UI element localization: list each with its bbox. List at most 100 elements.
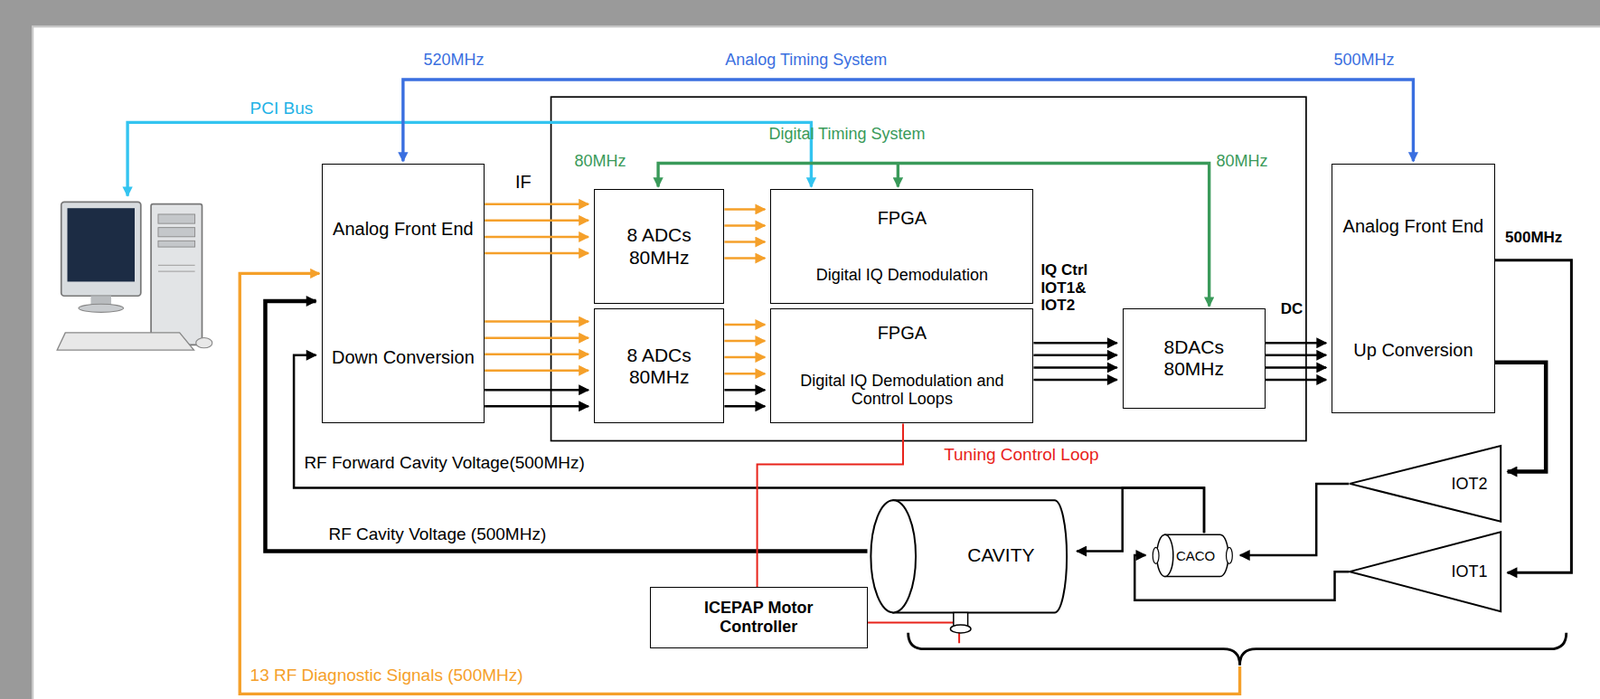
converter-box: Analog Front EndDown Conversion: [321, 163, 486, 424]
signal-connector: [484, 321, 589, 407]
connector-line: [724, 207, 765, 211]
fpga-box: FPGA Digital IQ Demodulation and Control …: [770, 308, 1034, 424]
box-text: Digital IQ Demodulation and Control Loop…: [795, 371, 1008, 409]
computer-icon: [56, 201, 213, 350]
page-ground: [32, 26, 1600, 699]
box-heading: FPGA: [877, 322, 927, 344]
signal-connector: [867, 622, 960, 644]
box-text: 8 ADCs 80MHz: [613, 224, 705, 268]
connector-line: [1033, 341, 1117, 345]
connector-line: [484, 219, 589, 223]
monitor: [61, 201, 142, 296]
digital-board-outline: [551, 96, 1307, 441]
triangle-outline: [1349, 531, 1501, 612]
connector-line: [484, 336, 589, 339]
drive-bay: [158, 227, 196, 237]
signal-connector: [1265, 342, 1327, 380]
converter-box: Analog Front EndUp Conversion: [1331, 163, 1496, 415]
mouse: [196, 338, 213, 349]
box-text: CAVITY: [967, 544, 1035, 566]
cylinder-outline: [867, 498, 1073, 643]
amplifier-triangle: IOT1: [1348, 530, 1502, 612]
bus-name: Digital Timing System: [768, 124, 925, 144]
dac-box: 8DACs 80MHz: [1122, 308, 1266, 409]
triangle-outline: [1349, 445, 1501, 522]
connector-line: [724, 372, 765, 376]
connector-line: [1240, 483, 1349, 556]
motor-controller-box: ICEPAP Motor Controller: [649, 586, 867, 649]
group-brace: [908, 632, 1567, 666]
connector-line: [1495, 362, 1546, 472]
signal-name: 13 RF Diagnostic Signals (500MHz): [250, 665, 524, 686]
connector-line: [1265, 354, 1327, 358]
cylinder-outline: [1153, 547, 1160, 565]
box-text: IOT1: [1451, 562, 1488, 582]
cylinder-outline: [1165, 534, 1229, 576]
connector-line: [1033, 354, 1117, 358]
signal-connector: [1240, 483, 1349, 556]
box-text: Up Conversion: [1353, 339, 1473, 361]
tower-vent: [158, 264, 196, 266]
connector-line: [484, 404, 589, 408]
connector-label: Tuning Control Loop: [943, 444, 1099, 465]
connector-line: [724, 224, 765, 227]
cylinder-outline: [1226, 547, 1233, 565]
connector-line: [724, 256, 765, 260]
connector-line: [724, 356, 765, 359]
frequency-label: 80MHz: [574, 151, 627, 171]
adc-box: 8 ADCs 80MHz: [593, 308, 725, 424]
analog-timing-line: [403, 79, 1414, 161]
digital-timing-branch: [896, 163, 900, 188]
connector-line: [724, 323, 765, 327]
adc-box: 8 ADCs 80MHz: [593, 188, 725, 305]
box-text: Down Conversion: [331, 347, 475, 368]
connector-line: [1265, 366, 1327, 369]
tower-vent: [158, 271, 196, 273]
signal-connector: [724, 324, 765, 406]
box-text: 8DACs 80MHz: [1148, 336, 1240, 380]
frequency-label: 500MHz: [1333, 50, 1394, 70]
signal-name: DC: [1280, 300, 1304, 319]
connector-line: [484, 203, 589, 207]
connector-line: [1033, 366, 1117, 369]
monitor-screen: [67, 207, 136, 282]
pc-tower: [150, 204, 202, 346]
frequency-label: 500MHz: [1505, 228, 1563, 247]
signal-connector: [1495, 260, 1572, 573]
box-text: IOT2: [1451, 474, 1488, 494]
connector-line: [724, 404, 765, 408]
monitor-base: [78, 303, 124, 312]
box-heading: Analog Front End: [332, 218, 474, 240]
connector-line: [484, 369, 589, 373]
cylinder-outline: [870, 499, 916, 612]
connector-label: RF Forward Cavity Voltage(500MHz): [303, 452, 584, 473]
connector-line: [1265, 341, 1327, 345]
box-text: CACO: [1176, 547, 1215, 564]
signal-connector: [1033, 342, 1117, 380]
connector-line: [724, 240, 765, 244]
signal-connector: [724, 208, 765, 258]
bus-name: PCI Bus: [250, 98, 314, 119]
connector-line: [1033, 378, 1117, 382]
frequency-label: 520MHz: [423, 50, 484, 70]
digital-timing-line: [658, 163, 1210, 307]
connector-line: [484, 235, 589, 239]
box-text: ICEPAP Motor Controller: [679, 598, 838, 636]
amplifier-triangle: IOT2: [1348, 444, 1502, 523]
fpga-box: FPGADigital IQ Demodulation: [770, 188, 1034, 305]
connector-line: [1265, 378, 1327, 382]
connector-line: [724, 388, 765, 392]
signal-name: IQ Ctrl IOT1& IOT2: [1040, 261, 1111, 315]
drive-bay: [158, 240, 196, 247]
connector-line: [484, 388, 589, 392]
connector-line: [724, 339, 765, 343]
connector-line: [484, 252, 589, 255]
connector-line: [484, 352, 589, 356]
cylinder-outline: [950, 624, 971, 633]
signal-name: IF: [515, 171, 532, 193]
connector-label: RF Cavity Voltage (500MHz): [328, 524, 546, 545]
combiner-cylinder: CACO: [1150, 532, 1235, 579]
box-text: Digital IQ Demodulation: [816, 265, 989, 285]
keyboard: [56, 332, 194, 350]
